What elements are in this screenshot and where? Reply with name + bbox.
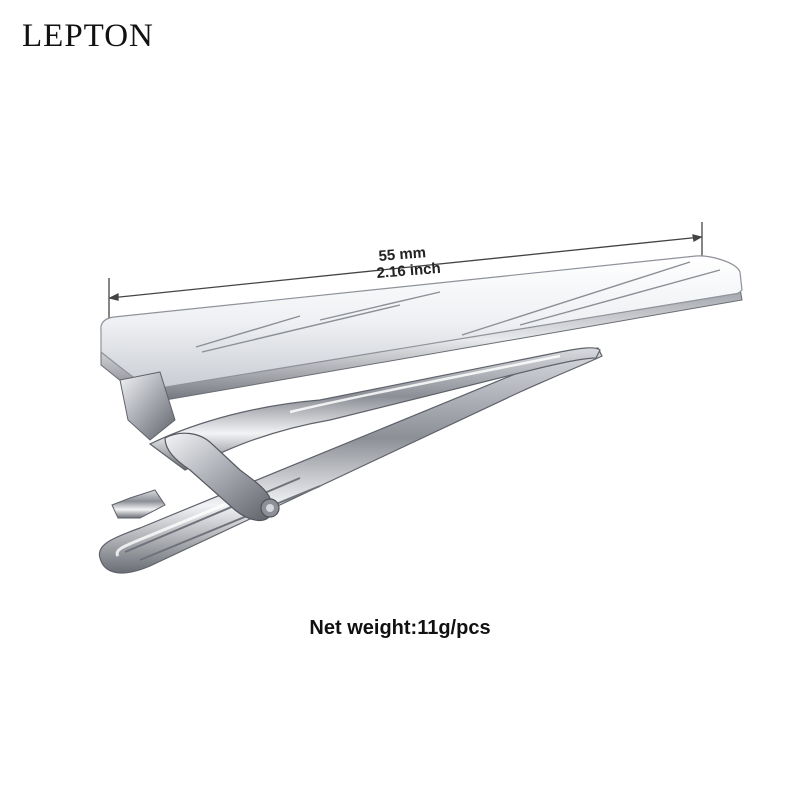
net-weight-label: Net weight:11g/pcs [309,617,491,639]
hinge [119,371,280,521]
engraved-lines [195,261,721,353]
spring-arm [148,347,601,471]
brand-logo: LEPTON [22,18,154,54]
dimension-line [108,222,703,320]
clip-tongue [98,347,603,574]
